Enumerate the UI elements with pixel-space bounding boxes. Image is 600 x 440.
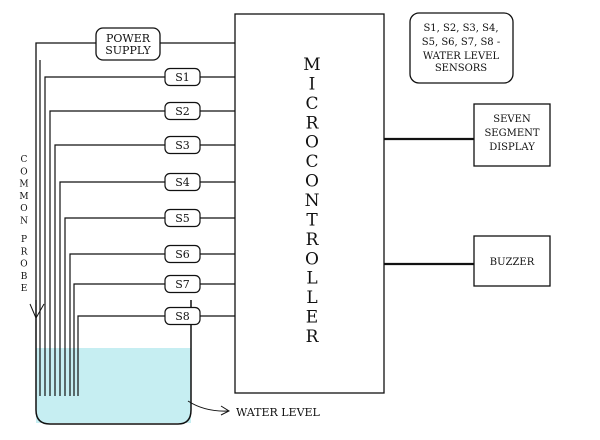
- seven-segment-box: [473, 103, 551, 167]
- water-level-label: WATER LEVEL: [236, 406, 321, 419]
- microcontroller-letter: O: [305, 172, 319, 192]
- microcontroller-letter: T: [306, 210, 318, 230]
- common-probe-letter: O: [20, 260, 27, 270]
- sensor-label-s6: S6: [175, 248, 190, 261]
- microcontroller-letter: R: [306, 113, 320, 133]
- common-probe-letter: N: [20, 217, 28, 227]
- buzzer-box: [473, 235, 551, 287]
- common-probe-letter: E: [21, 284, 28, 294]
- water-tank: [35, 300, 192, 425]
- sensor-box-s7: [164, 274, 201, 294]
- sensor-label-s5: S5: [175, 212, 190, 225]
- microcontroller-letter: R: [306, 327, 320, 347]
- microcontroller-letter: M: [303, 55, 320, 75]
- microcontroller-letter: O: [305, 249, 319, 269]
- sensor-wire-s8: [77, 315, 165, 396]
- power-supply-label-line2: SUPPLY: [105, 44, 151, 57]
- seven-segment-label-line2: SEGMENT: [484, 128, 539, 139]
- seven-segment-label-line1: SEVEN: [493, 114, 531, 125]
- sensor-label-s1: S1: [175, 71, 190, 84]
- sensor-wire-s3: [54, 144, 165, 396]
- common-probe-letter: B: [21, 272, 28, 282]
- sensor-wire-s7: [73, 283, 165, 396]
- water-level-arrow: [187, 400, 229, 412]
- power-supply-label-line1: POWER: [106, 32, 151, 45]
- common-probe-letter: O: [20, 204, 27, 214]
- sensor-wire-s4: [59, 181, 165, 396]
- water-level-arrow-head: [220, 405, 231, 416]
- microcontroller-box: [234, 13, 385, 394]
- sensor-box-s1: [164, 67, 201, 87]
- sensor-label-s8: S8: [175, 310, 190, 323]
- common-probe-letter: R: [21, 247, 28, 257]
- seven-segment-label-line3: DISPLAY: [489, 142, 535, 153]
- sensor-label-s4: S4: [175, 176, 190, 189]
- sensor-box-s6: [164, 244, 201, 264]
- sensor-wire-s2: [49, 110, 165, 396]
- probe-arrow: [29, 303, 45, 320]
- power-supply-line: [35, 42, 96, 300]
- buzzer-label: BUZZER: [490, 257, 535, 268]
- common-probe-letter: O: [20, 167, 27, 177]
- sensor-box-s4: [164, 172, 201, 192]
- common-probe-letter: M: [19, 180, 28, 190]
- microcontroller-letter: O: [305, 133, 319, 153]
- water-fill: [36, 348, 191, 423]
- sensor-box-s3: [164, 135, 201, 155]
- microcontroller-letter: N: [305, 191, 320, 211]
- common-probe-letter: C: [21, 155, 28, 165]
- common-probe-letter: M: [19, 192, 28, 202]
- sensor-box-s8: [164, 306, 201, 326]
- common-probe-letter: P: [21, 235, 27, 245]
- sensor-label-s7: S7: [175, 278, 190, 291]
- legend-line4: SENSORS: [435, 63, 487, 74]
- legend-line3: WATER LEVEL: [423, 51, 500, 62]
- microcontroller-letter: E: [306, 308, 318, 328]
- microcontroller-letter: C: [305, 152, 318, 172]
- microcontroller-letter: L: [306, 288, 317, 308]
- microcontroller-letter: I: [309, 74, 316, 94]
- sensor-box-s2: [164, 101, 201, 121]
- legend-line1: S1, S2, S3, S4,: [423, 23, 498, 34]
- power-supply-box: [95, 27, 161, 61]
- legend-box: [409, 12, 514, 84]
- sensor-label-s2: S2: [175, 105, 190, 118]
- microcontroller-letter: R: [306, 230, 320, 250]
- microcontroller-letter: L: [306, 269, 317, 289]
- sensor-wire-s6: [69, 253, 165, 396]
- sensor-wires: [39, 60, 165, 396]
- sensor-wire-s1: [44, 76, 165, 396]
- sensor-label-s3: S3: [175, 139, 190, 152]
- sensor-wire-s5: [64, 217, 165, 396]
- microcontroller-letter: C: [305, 94, 318, 114]
- legend-line2: S5, S6, S7, S8 -: [422, 37, 500, 48]
- sensor-box-s5: [164, 208, 201, 228]
